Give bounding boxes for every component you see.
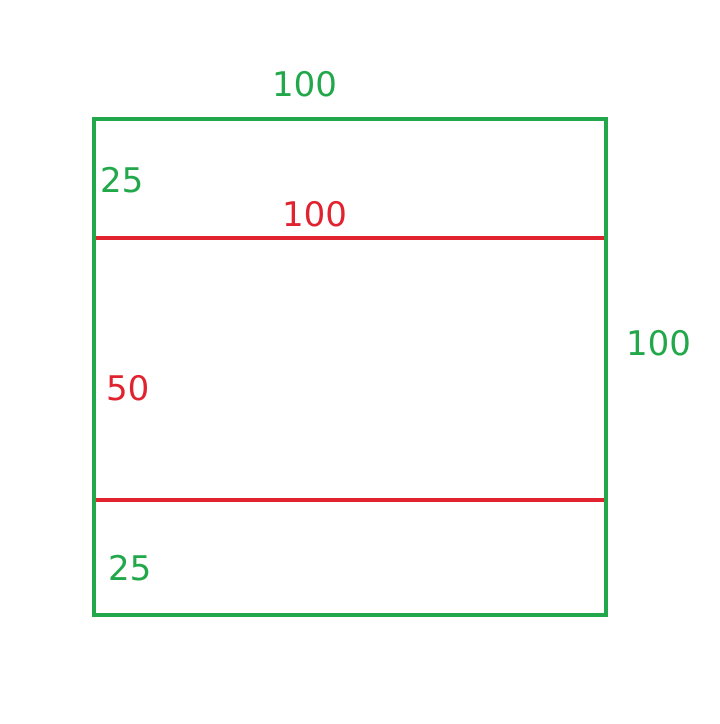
top-width-label: 100 [272,65,337,105]
top-section-height-label: 25 [100,161,143,201]
right-height-label: 100 [626,324,691,364]
outer-square [92,117,608,617]
upper-divider-width-label: 100 [282,195,347,235]
middle-section-height-label: 50 [106,369,149,409]
bottom-section-height-label: 25 [108,549,151,589]
